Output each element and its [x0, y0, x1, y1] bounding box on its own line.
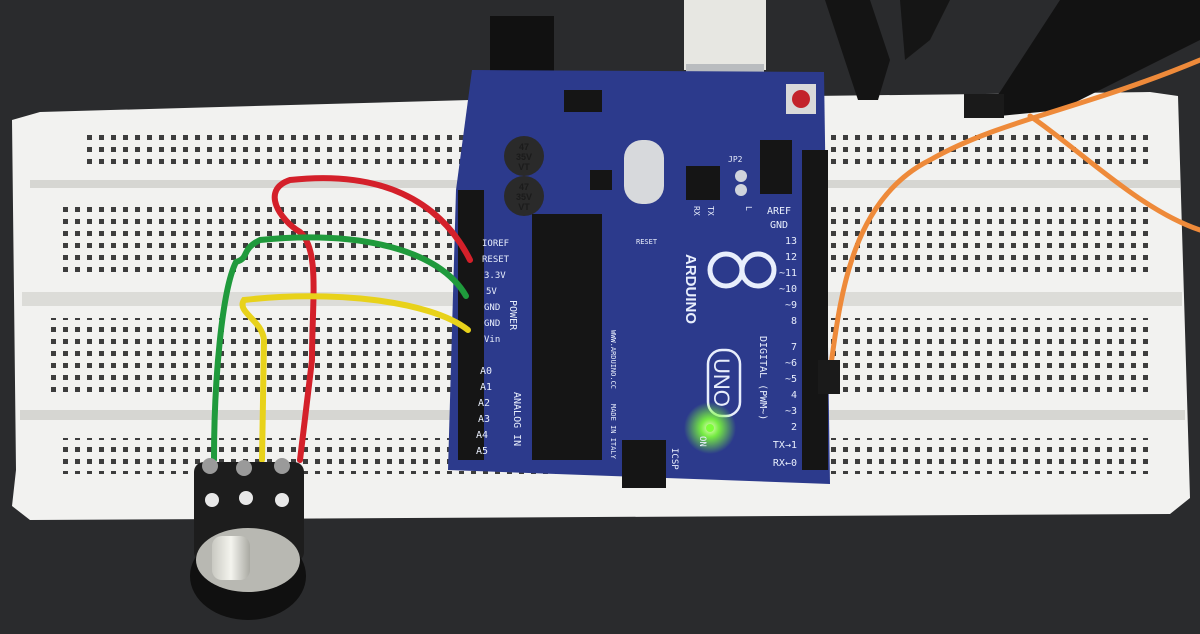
pin-label: A0: [480, 366, 492, 377]
pin-label: 4: [791, 390, 797, 401]
icsp-header-usb: [760, 140, 792, 194]
capacitor: [504, 176, 544, 216]
usb-plug: [684, 0, 766, 70]
probe-clip: [980, 0, 1200, 118]
capacitor-label: 35V: [516, 152, 532, 162]
pin-label: 13: [785, 236, 797, 247]
pin-label: ~3: [785, 406, 797, 417]
rx-led-label: RX: [692, 206, 701, 216]
atmega-chip: [532, 214, 602, 460]
pin-label: TX→1: [773, 440, 797, 451]
probe-lead: [900, 0, 950, 60]
capacitor-label: VT: [518, 202, 530, 212]
arduino-brand-text: ARDUINO: [682, 254, 699, 324]
arduino-uno-board: [448, 70, 830, 488]
l-led-label: L: [744, 206, 753, 211]
tx-led-label: TX: [706, 206, 715, 216]
arduino-logo: [707, 251, 777, 289]
power-led: [706, 424, 714, 432]
potentiometer-shaft[interactable]: [212, 536, 250, 580]
potentiometer-terminal: [239, 491, 253, 505]
pin-label: IOREF: [482, 239, 509, 249]
pin-label: 5V: [486, 287, 497, 297]
pin-label: GND: [484, 319, 500, 329]
pin-label: 12: [785, 252, 797, 263]
probe-clip: [825, 0, 890, 100]
potentiometer-pin: [236, 460, 252, 476]
pin-label: 3.3V: [484, 271, 506, 281]
pin-label: A1: [480, 382, 492, 393]
capacitor: [504, 136, 544, 176]
capacitor-label: 47: [519, 182, 529, 192]
pin-label: Vin: [484, 335, 500, 345]
jp2-pad: [735, 170, 747, 182]
yellow-wire: [239, 293, 471, 463]
jumper-connector: [964, 94, 1004, 118]
regulator-chip: [564, 90, 602, 112]
potentiometer-pin: [274, 458, 290, 474]
capacitor-label: VT: [518, 162, 530, 172]
potentiometer-terminal: [205, 493, 219, 507]
website-text: WWW.ARDUINO.CC: [609, 330, 617, 389]
jp2-label: JP2: [728, 155, 743, 164]
pin-label: 8: [791, 316, 797, 327]
gnd-label: GND: [770, 220, 788, 231]
reset-on-label: RESET: [636, 238, 658, 246]
analog-header-label: ANALOG IN: [511, 392, 522, 446]
orange-wire: [827, 57, 1200, 375]
made-in-text: MADE IN ITALY: [609, 404, 617, 460]
digital-header-label: DIGITAL (PWM~): [757, 336, 768, 420]
pin-label: RESET: [482, 255, 510, 265]
green-wire: [211, 234, 469, 463]
jumper-connector: [818, 360, 840, 394]
on-led-label: ON: [697, 436, 707, 447]
power-header-label: POWER: [507, 300, 518, 331]
pin-label: RX←0: [773, 458, 797, 469]
pin-label: GND: [484, 303, 500, 313]
icsp-header: [622, 440, 666, 488]
pin-label: 2: [791, 422, 797, 433]
icsp-label: ICSP: [669, 448, 679, 470]
capacitor-label: 35V: [516, 192, 532, 202]
capacitor-label: 47: [519, 142, 529, 152]
pin-label: ~6: [785, 358, 797, 369]
red-wire: [271, 175, 473, 463]
jp2-pad: [735, 184, 747, 196]
potentiometer-terminal: [275, 493, 289, 507]
pin-label: ~10: [779, 284, 797, 295]
usb-chip: [686, 166, 720, 200]
pin-label: A4: [476, 430, 488, 441]
reset-button-cap[interactable]: [792, 90, 810, 108]
pin-label: ~11: [779, 268, 797, 279]
pin-label: A5: [476, 446, 488, 457]
pin-label: ~5: [785, 374, 797, 385]
crystal-oscillator: [624, 140, 664, 204]
pin-label: 7: [791, 342, 797, 353]
aref-label: AREF: [767, 206, 791, 217]
potentiometer: [190, 458, 306, 620]
pin-label: A2: [478, 398, 490, 409]
small-ic: [590, 170, 612, 190]
potentiometer-pin: [202, 458, 218, 474]
digital-header: [802, 150, 828, 470]
pin-label: A3: [478, 414, 490, 425]
pin-label: ~9: [785, 300, 797, 311]
uno-model-text: UNO: [709, 358, 734, 407]
